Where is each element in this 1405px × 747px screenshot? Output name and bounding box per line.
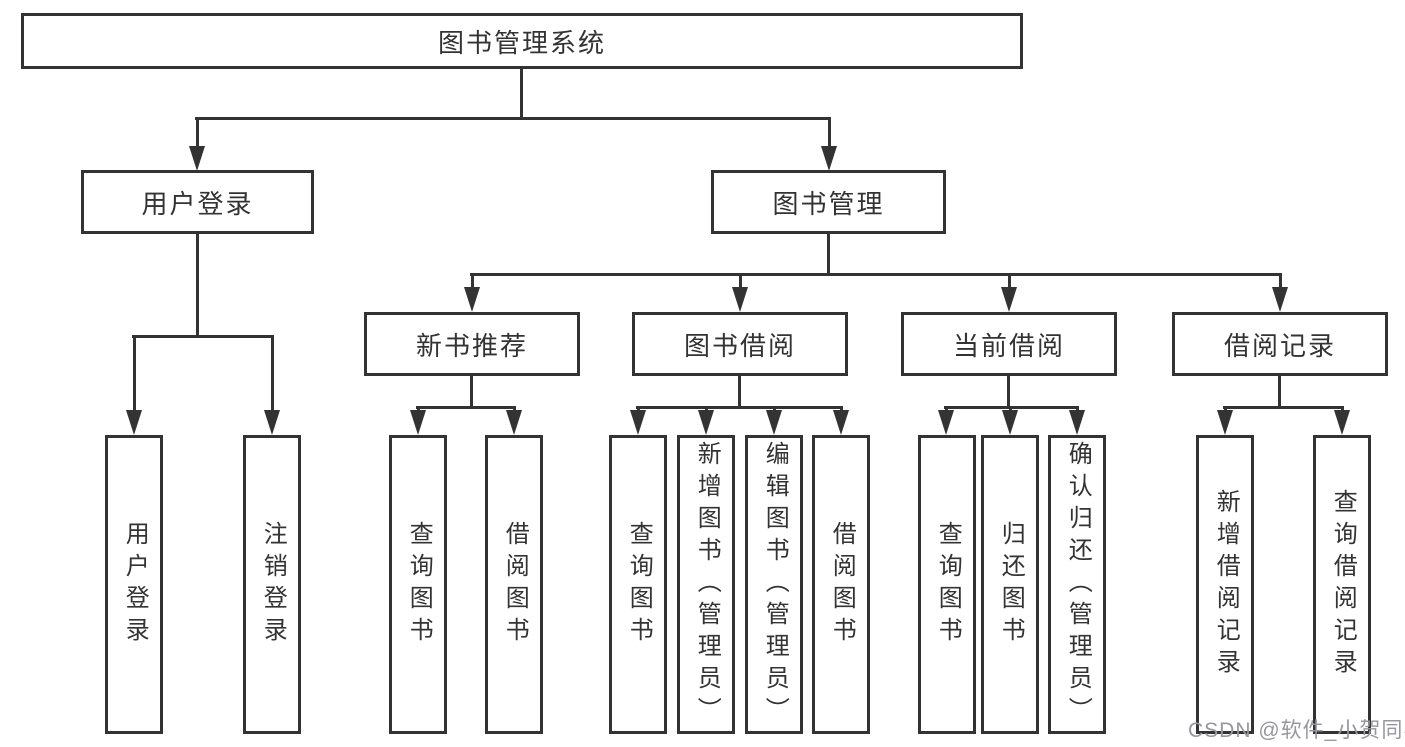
node-leaf-query-book-current: 查询图书	[918, 435, 976, 734]
connector-vline-book-borrow	[738, 375, 741, 408]
arrowhead-icon	[938, 410, 954, 435]
arrow-shaft	[1340, 406, 1344, 410]
arrowhead-icon	[833, 410, 849, 435]
arrow-shaft	[636, 406, 640, 410]
arrow-down-icon	[189, 117, 205, 171]
watermark: CSDN @软件_小贺同学	[1188, 719, 1405, 742]
arrow-down-icon	[506, 406, 522, 435]
arrow-shaft	[132, 335, 136, 410]
arrow-down-icon	[1001, 273, 1017, 312]
arrow-down-icon	[126, 335, 142, 435]
arrow-shaft	[470, 273, 474, 287]
node-leaf-query-borrow-record: 查询借阅记录	[1313, 435, 1371, 734]
arrow-shaft	[1278, 273, 1282, 287]
arrow-down-icon	[464, 273, 480, 312]
arrow-shaft	[944, 406, 948, 410]
arrow-down-icon	[630, 406, 646, 435]
node-leaf-query-book-recommend: 查询图书	[389, 435, 447, 734]
arrow-shaft	[827, 117, 831, 146]
node-book-management: 图书管理	[711, 170, 946, 234]
node-current-borrowing: 当前借阅	[901, 312, 1117, 376]
arrowhead-icon	[506, 410, 522, 435]
arrow-shaft	[772, 406, 776, 410]
node-leaf-borrow-book-recommend: 借阅图书	[485, 435, 543, 734]
node-user-login: 用户登录	[81, 170, 314, 234]
connector-hline-user-login	[132, 335, 274, 338]
arrowhead-icon	[821, 146, 837, 171]
arrow-down-icon	[1069, 406, 1085, 435]
node-leaf-query-book-borrow: 查询图书	[609, 435, 667, 734]
arrowhead-icon	[1002, 410, 1018, 435]
connector-hline-book-management	[470, 273, 1282, 276]
node-library-system: 图书管理系统	[21, 13, 1023, 69]
arrow-down-icon	[1217, 406, 1233, 435]
connector-hline-current-borrow	[944, 406, 1079, 409]
connector-hline-root	[195, 117, 831, 120]
connector-vline-new-book	[470, 375, 473, 408]
arrow-down-icon	[1002, 406, 1018, 435]
arrowhead-icon	[464, 287, 480, 312]
arrowhead-icon	[630, 410, 646, 435]
node-leaf-user-login: 用户登录	[105, 435, 163, 734]
arrow-shaft	[270, 335, 274, 410]
arrow-down-icon	[1334, 406, 1350, 435]
arrow-down-icon	[1272, 273, 1288, 312]
arrow-down-icon	[732, 273, 748, 312]
arrowhead-icon	[189, 146, 205, 171]
arrow-down-icon	[938, 406, 954, 435]
node-new-book-recommend: 新书推荐	[364, 312, 580, 376]
arrow-down-icon	[821, 117, 837, 171]
arrowhead-icon	[698, 410, 714, 435]
arrow-down-icon	[698, 406, 714, 435]
arrowhead-icon	[410, 410, 426, 435]
arrowhead-icon	[1001, 287, 1017, 312]
arrowhead-icon	[732, 287, 748, 312]
arrow-shaft	[704, 406, 708, 410]
arrowhead-icon	[264, 410, 280, 435]
arrow-shaft	[738, 273, 742, 287]
arrow-shaft	[512, 406, 516, 410]
arrow-down-icon	[264, 335, 280, 435]
node-borrowing-records: 借阅记录	[1172, 312, 1388, 376]
arrow-shaft	[1075, 406, 1079, 410]
arrowhead-icon	[766, 410, 782, 435]
connector-vline-current-borrow	[1007, 375, 1010, 408]
arrow-down-icon	[410, 406, 426, 435]
arrow-shaft	[1007, 273, 1011, 287]
node-leaf-add-book-admin: 新增图书（管理员）	[677, 435, 735, 734]
connector-hline-book-borrow	[636, 406, 843, 409]
node-leaf-add-borrow-record: 新增借阅记录	[1196, 435, 1254, 734]
node-leaf-edit-book-admin: 编辑图书（管理员）	[745, 435, 803, 734]
arrowhead-icon	[1217, 410, 1233, 435]
connector-vline-root	[520, 68, 523, 119]
node-leaf-confirm-return-admin: 确认归还（管理员）	[1048, 435, 1106, 734]
arrow-shaft	[416, 406, 420, 410]
arrowhead-icon	[1334, 410, 1350, 435]
connector-vline-borrow-records	[1278, 375, 1281, 408]
arrowhead-icon	[1272, 287, 1288, 312]
arrow-down-icon	[766, 406, 782, 435]
arrowhead-icon	[1069, 410, 1085, 435]
arrow-shaft	[1008, 406, 1012, 410]
arrow-shaft	[839, 406, 843, 410]
connector-vline-user-login	[196, 233, 199, 337]
arrow-shaft	[1223, 406, 1227, 410]
arrowhead-icon	[126, 410, 142, 435]
connector-hline-new-book	[416, 406, 516, 409]
node-leaf-return-book: 归还图书	[981, 435, 1039, 734]
node-leaf-borrow-book: 借阅图书	[812, 435, 870, 734]
node-book-borrowing: 图书借阅	[632, 312, 848, 376]
node-leaf-logout: 注销登录	[243, 435, 301, 734]
arrow-down-icon	[833, 406, 849, 435]
arrow-shaft	[195, 117, 199, 146]
connector-vline-book-management	[827, 233, 830, 275]
connector-hline-borrow-records	[1223, 406, 1344, 409]
